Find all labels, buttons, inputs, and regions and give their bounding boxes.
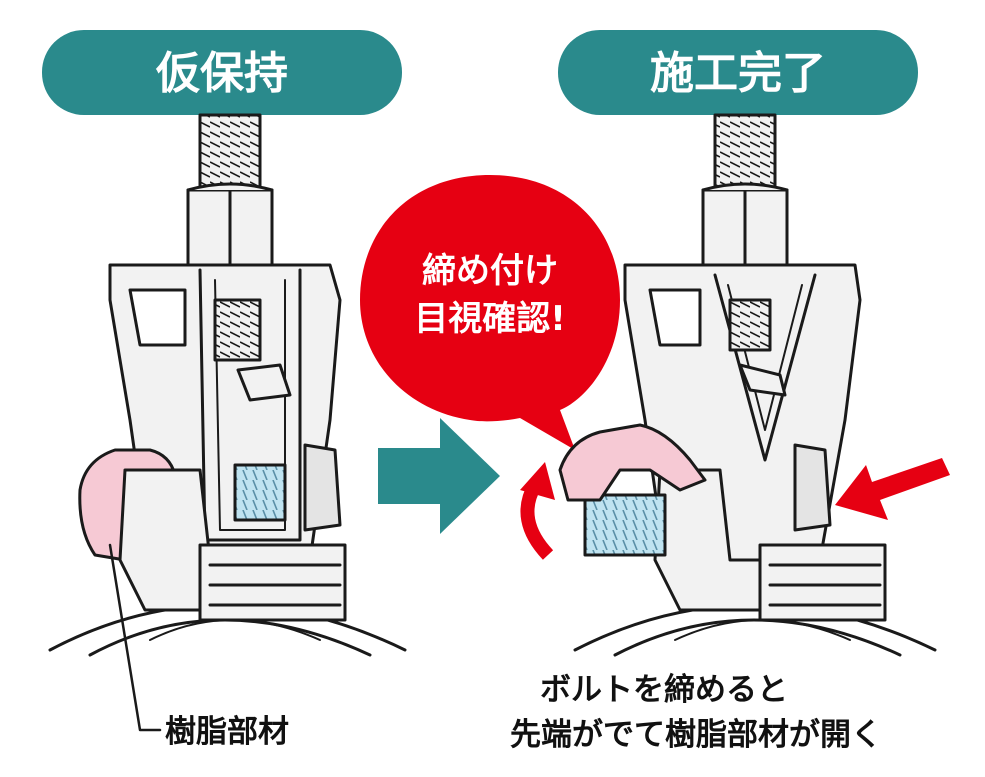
side-bolt-extended bbox=[583, 493, 667, 557]
rotation-arrow-icon bbox=[520, 462, 555, 560]
bubble-line-2: 目視確認! bbox=[414, 299, 566, 339]
stage-pill-temporary-hold: 仮保持 bbox=[42, 30, 402, 115]
stage-pill-installation-complete: 施工完了 bbox=[558, 30, 918, 115]
caption-line-1: ボルトを締めると bbox=[540, 672, 788, 708]
right-fixture-illustration bbox=[558, 113, 937, 657]
threaded-rod bbox=[198, 113, 262, 192]
push-arrow-icon bbox=[835, 458, 950, 520]
left-fixture-illustration bbox=[48, 113, 407, 732]
resin-part-label: 樹脂部材 bbox=[165, 714, 289, 750]
check-speech-bubble: 締め付け 目視確認! bbox=[360, 175, 620, 450]
caption-line-2: 先端がでて樹脂部材が開く bbox=[510, 717, 882, 753]
resin-part-opened bbox=[558, 423, 707, 502]
side-bolt bbox=[233, 463, 287, 522]
transition-arrow-icon bbox=[378, 418, 500, 534]
bubble-line-1: 締め付け bbox=[422, 251, 558, 291]
stage-title-temporary-hold: 仮保持 bbox=[155, 48, 288, 99]
stage-title-installation-complete: 施工完了 bbox=[650, 48, 826, 99]
